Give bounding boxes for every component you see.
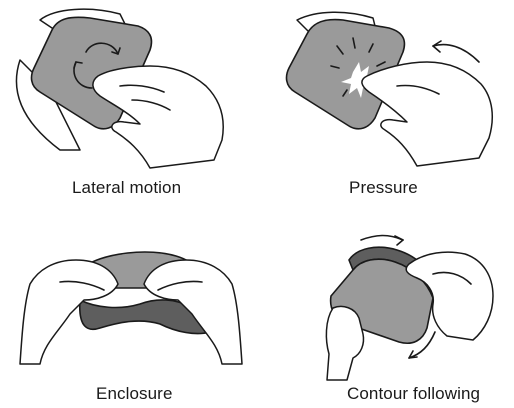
lateral-motion-illustration	[0, 0, 257, 204]
caption-pressure: Pressure	[349, 178, 418, 198]
holding-hand	[326, 306, 363, 380]
panel-pressure: Pressure	[257, 0, 514, 204]
pressing-hand	[362, 62, 492, 166]
panel-enclosure: Enclosure	[0, 204, 257, 408]
pressure-illustration	[257, 0, 514, 204]
panel-lateral-motion: Lateral motion	[0, 0, 257, 204]
caption-enclosure: Enclosure	[96, 384, 173, 404]
caption-contour-following: Contour following	[347, 384, 480, 404]
motion-arrow	[433, 45, 479, 62]
contour-following-illustration	[257, 204, 514, 408]
panel-contour-following: Contour following	[257, 204, 514, 408]
enclosure-illustration	[0, 204, 257, 408]
caption-lateral-motion: Lateral motion	[72, 178, 181, 198]
